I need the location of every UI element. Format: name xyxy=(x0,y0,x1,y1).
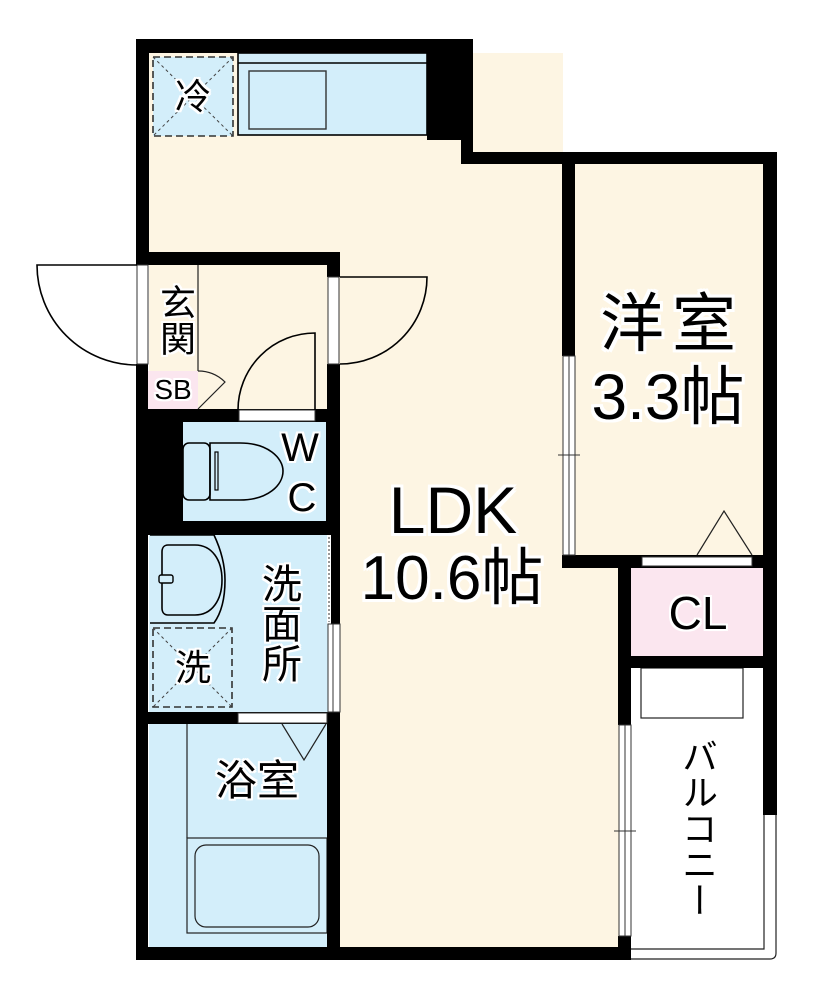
toilet-bowl-icon xyxy=(209,442,284,501)
faucet-icon xyxy=(158,574,174,584)
bathroom-folding-door-icon xyxy=(281,723,327,762)
wall-toilet-bottom xyxy=(136,521,340,535)
entrance-label: 玄関 xyxy=(155,284,196,356)
wall-western-room-left xyxy=(562,152,575,356)
windows xyxy=(614,724,777,960)
washroom-door-pocket xyxy=(327,535,331,624)
wall-top-kitchen xyxy=(136,39,428,53)
toilet-label-w: W xyxy=(281,426,319,470)
shoe-box-door-swing-icon xyxy=(197,370,226,410)
ldk-area: 10.6帖 xyxy=(360,544,544,613)
wall-hall-right-upper xyxy=(327,252,340,277)
ldk-door-panel xyxy=(327,276,340,365)
closet-folding-door-icon xyxy=(696,509,753,556)
wall-toilet-left-pipe-space xyxy=(136,409,183,535)
washroom-sliding-door xyxy=(327,623,341,713)
western-room-label: 洋室 xyxy=(600,288,744,360)
closet-label: CL xyxy=(668,587,728,639)
wall-balcony-corner xyxy=(618,936,631,960)
washing-machine-space-outline xyxy=(152,627,233,708)
closet-door-opening xyxy=(641,556,753,567)
refrigerator-label: 冷 xyxy=(174,76,212,117)
closet-floor xyxy=(631,568,764,656)
shoe-box-label: SB xyxy=(154,374,192,405)
toilet-door-opening xyxy=(238,409,316,422)
vanity-counter xyxy=(150,534,226,624)
bathroom-label: 浴室 xyxy=(214,757,300,804)
doors xyxy=(36,264,753,762)
front-door-panel xyxy=(136,264,149,365)
bathroom-floor xyxy=(149,724,329,948)
refrigerator-cross-icon xyxy=(152,56,234,137)
toilet-door-swing-icon xyxy=(237,332,316,411)
balcony-label: バルコニー xyxy=(677,738,718,918)
balcony-railing-inner xyxy=(631,815,765,950)
wall-bathroom-right xyxy=(327,712,340,960)
ldk-floor-extension xyxy=(561,556,619,948)
wall-closet-bottom xyxy=(618,656,777,668)
western-room-area: 3.3帖 xyxy=(591,361,745,433)
washing-machine-cross-icon xyxy=(152,627,233,708)
refrigerator-space-outline xyxy=(152,56,234,137)
toilet-label-c: C xyxy=(287,476,317,520)
washing-machine-label: 洗 xyxy=(174,647,212,688)
ldk-door-swing-icon xyxy=(339,276,428,365)
wall-left-upper xyxy=(136,39,149,265)
balcony-floor xyxy=(631,668,764,949)
shoe-box-floor xyxy=(148,371,198,409)
washbasin-icon xyxy=(161,544,223,616)
toilet-seat-hinge xyxy=(214,451,219,491)
wall-top-right xyxy=(461,152,777,164)
wall-hall-right-lower xyxy=(327,364,340,422)
bathtub-inner xyxy=(194,844,320,928)
wall-right xyxy=(763,152,777,815)
wall-entrance-top xyxy=(136,252,340,265)
toilet-tank xyxy=(182,442,211,501)
wall-pillar xyxy=(427,39,473,140)
balcony-railing-outer xyxy=(631,815,777,960)
washroom-label: 洗面所 xyxy=(256,563,300,683)
ldk-label: LDK xyxy=(388,473,518,547)
walls xyxy=(136,39,777,960)
wall-washroom-right xyxy=(331,535,340,624)
wall-closet-left xyxy=(618,555,631,725)
wall-toilet-right xyxy=(326,409,340,535)
front-door-swing-icon xyxy=(36,264,138,366)
wall-bottom xyxy=(136,947,631,960)
kitchen-sink xyxy=(248,70,327,130)
western-room-floor xyxy=(561,164,764,556)
bathroom-door-opening xyxy=(237,712,328,724)
fixtures xyxy=(150,52,744,934)
